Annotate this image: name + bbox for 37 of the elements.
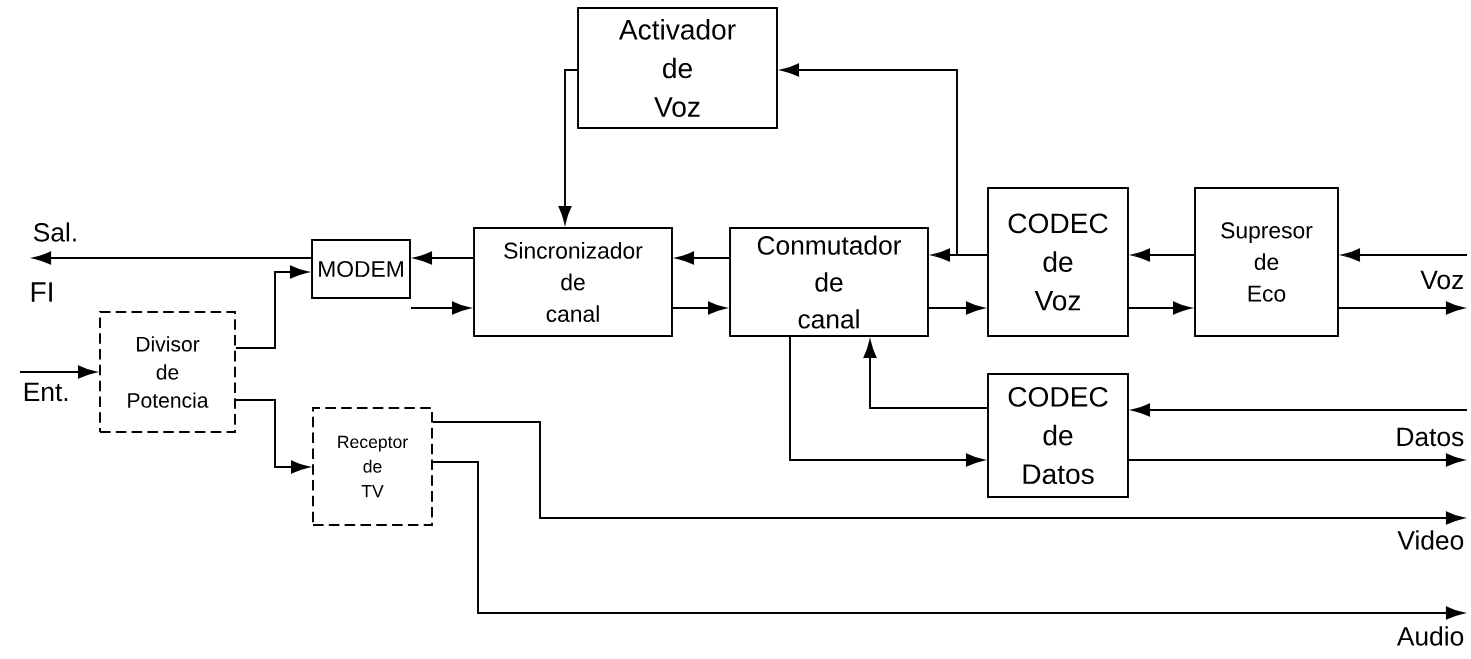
arrow [414, 251, 475, 265]
arrow [928, 301, 984, 315]
arrow [432, 461, 1464, 620]
arrow [410, 301, 470, 315]
signal-label: Audio [1396, 626, 1464, 646]
arrow [235, 399, 309, 474]
arrow [235, 265, 308, 349]
signal-label: FI [31, 282, 52, 302]
block-box: CODEC de Voz [987, 187, 1129, 337]
signal-label: Voz [1420, 270, 1463, 290]
block-box: Sincronizador de canal [473, 227, 673, 337]
arrow [33, 251, 312, 265]
arrow [1132, 248, 1195, 262]
arrow [1128, 453, 1464, 467]
arrow [789, 336, 984, 467]
signal-label: Sal. [33, 222, 76, 242]
arrow [1338, 301, 1464, 315]
arrow [1132, 403, 1468, 417]
block-box: Divisor de Potencia [99, 311, 236, 433]
arrow [676, 251, 731, 265]
block-box: Supresor de Eco [1194, 187, 1339, 337]
signal-label: Video [1397, 530, 1464, 550]
block-box: Receptor de TV [312, 407, 433, 526]
arrow [672, 301, 726, 315]
arrow [432, 421, 1464, 525]
signal-label: Ent. [24, 382, 68, 402]
block-box: Conmutador de canal [729, 227, 929, 337]
block-box: Activador de Voz [577, 7, 778, 129]
arrow [19, 365, 96, 379]
arrow [932, 248, 988, 262]
arrow [1128, 301, 1191, 315]
block-box: CODEC de Datos [987, 373, 1129, 498]
signal-label: Datos [1397, 427, 1464, 447]
arrow [863, 340, 988, 409]
arrow [1342, 248, 1468, 262]
block-box: MODEM [311, 239, 411, 299]
arrow [558, 69, 579, 224]
